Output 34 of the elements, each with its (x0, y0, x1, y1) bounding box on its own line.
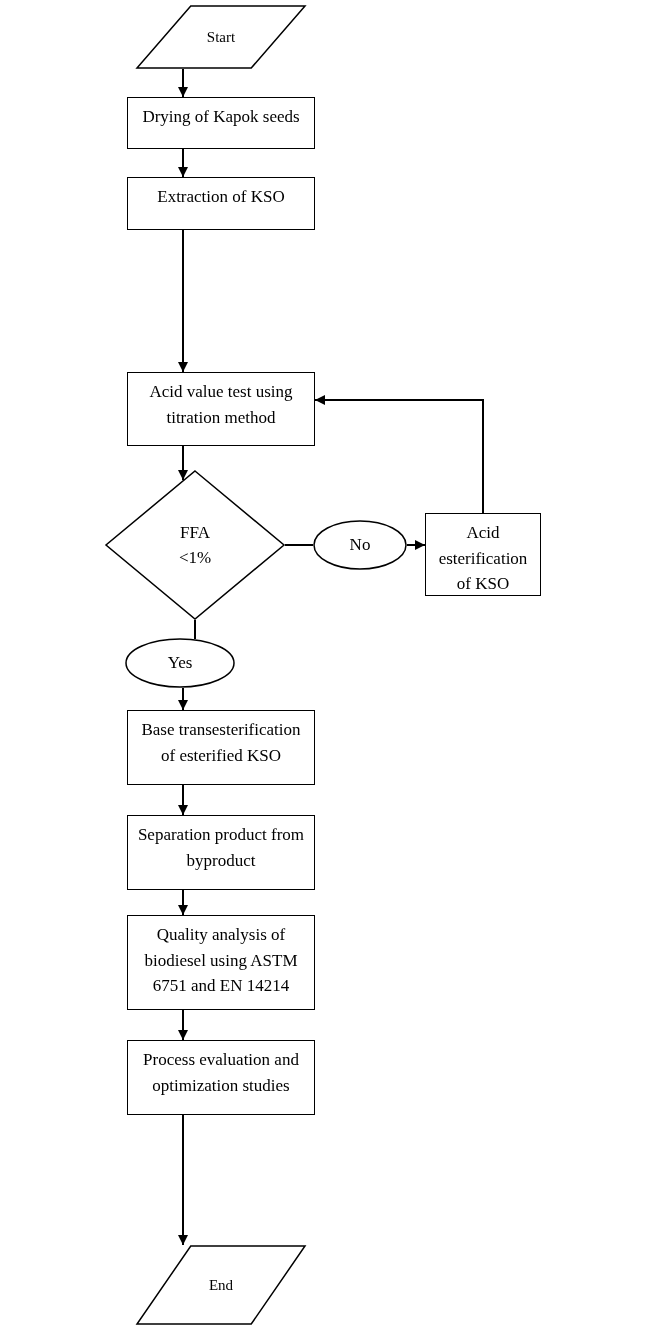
arrow (178, 229, 188, 373)
step-text: Process evaluation and optimization studies (142, 1049, 300, 1097)
connector-line (194, 619, 196, 640)
process-box (127, 915, 315, 1010)
arrow (178, 889, 188, 916)
step-text: No (348, 534, 372, 557)
connector-line (284, 544, 314, 546)
process-box (127, 372, 315, 446)
process-box (127, 710, 315, 785)
step-text: Base transesterification of esterified KSO (140, 719, 302, 767)
step-text: Quality analysis of biodiesel using ASTM 6751 and EN 14214 (143, 924, 299, 997)
step-text: Yes (166, 652, 194, 675)
process-box (127, 1040, 315, 1115)
step-text: Acid esterification of KSO (437, 522, 529, 595)
arrow (406, 540, 426, 550)
arrow (178, 1009, 188, 1041)
process-box (127, 177, 315, 230)
step-text: Drying of Kapok seeds (141, 106, 301, 128)
step-text: Extraction of KSO (156, 186, 286, 208)
arrow (178, 445, 188, 481)
arrow (178, 68, 188, 98)
arrow (178, 784, 188, 816)
step-text: Start (205, 27, 237, 47)
step-text: End (207, 1275, 235, 1295)
step-text: Separation product from byproduct (136, 824, 306, 872)
process-box (127, 815, 315, 890)
step-text: Acid value test using titration method (148, 381, 294, 429)
process-box (127, 97, 315, 149)
arrow (178, 1114, 188, 1246)
arrow (178, 148, 188, 178)
arrow (314, 395, 484, 514)
step-text: FFA <1% (177, 521, 213, 569)
process-box (425, 513, 541, 596)
arrow (178, 686, 188, 711)
